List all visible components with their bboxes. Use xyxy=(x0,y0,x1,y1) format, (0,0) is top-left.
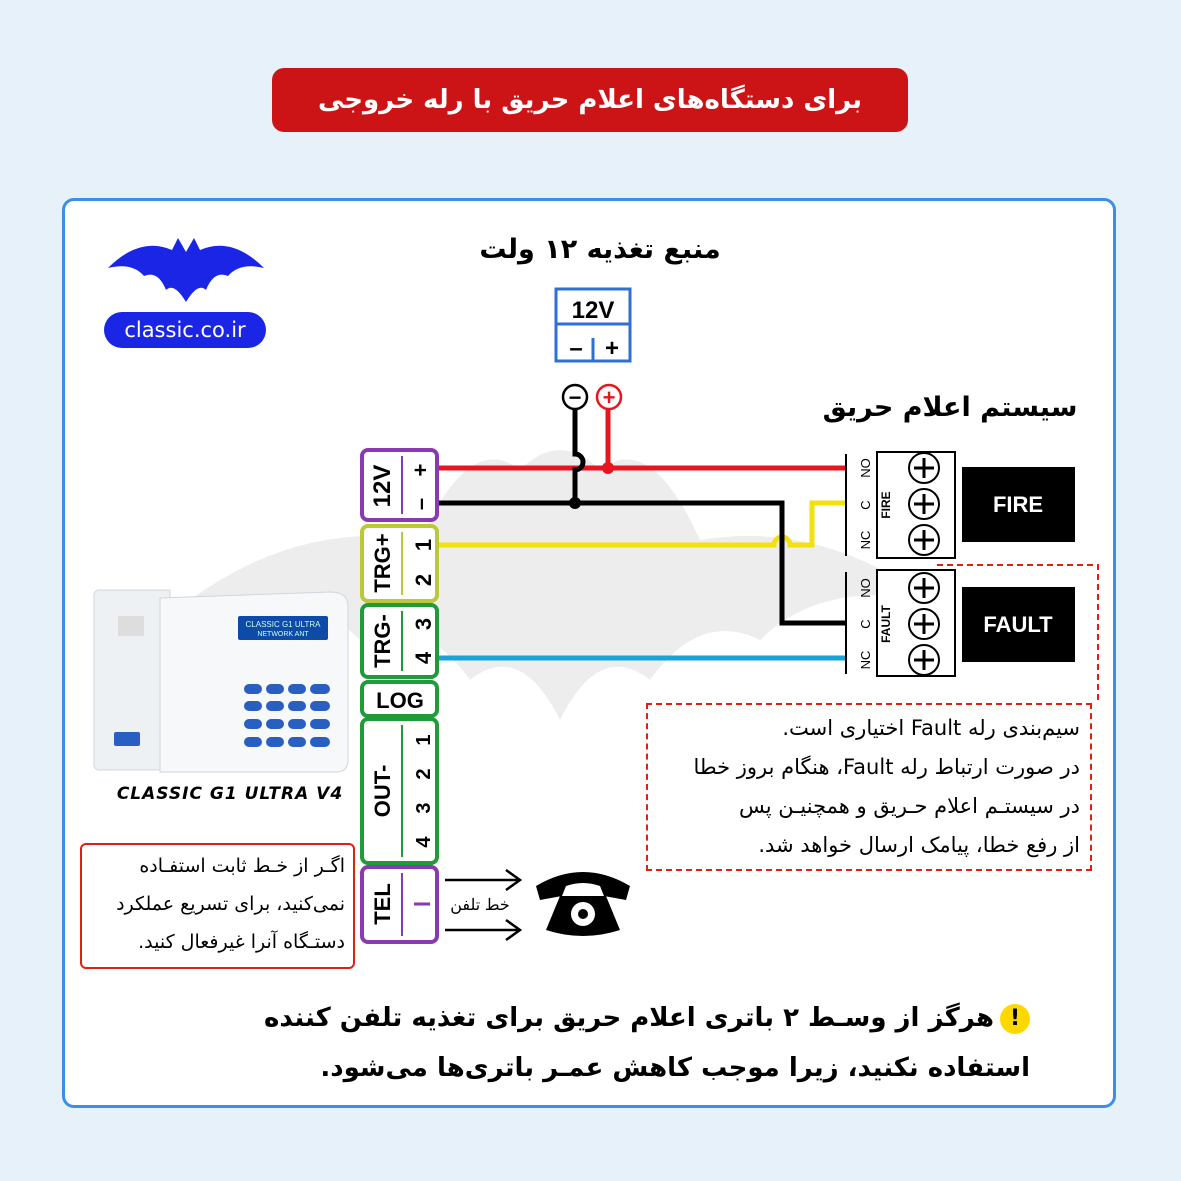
svg-text:–: – xyxy=(408,498,433,510)
svg-text:CLASSIC G1 ULTRA: CLASSIC G1 ULTRA xyxy=(246,620,322,629)
fault-note-line: سیم‌بندی رله Fault اختیاری است. xyxy=(782,716,1080,740)
alarm-device: CLASSIC G1 ULTRA NETWORK ANT xyxy=(93,589,349,773)
device-name: CLASSIC G1 ULTRA V4 xyxy=(116,784,344,804)
bat-logo-icon xyxy=(108,238,264,302)
svg-text:TRG+: TRG+ xyxy=(370,533,395,592)
power-supply: 12V – + − + xyxy=(554,287,632,411)
terminal-trg-minus: TRG- 3 4 xyxy=(360,603,439,679)
phone-line-label: خط تلفن xyxy=(450,897,510,914)
phone-line: خط تلفن xyxy=(445,868,523,942)
svg-text:1: 1 xyxy=(411,539,436,551)
minus-symbol-icon xyxy=(561,383,589,411)
svg-text:3: 3 xyxy=(411,618,436,630)
svg-text:NC: NC xyxy=(858,531,873,550)
svg-text:TEL: TEL xyxy=(370,883,395,925)
svg-text:NC: NC xyxy=(858,651,873,670)
fault-note-line: در سیستـم اعلام حـریق و همچنیـن پس xyxy=(739,794,1080,818)
wire-red-positive xyxy=(437,400,846,471)
warning-line: استفاده نکنید، زیرا موجب کاهش عمـر باتری… xyxy=(320,1053,1030,1083)
fault-note-line: در صورت ارتباط رله Fault، هنگام بروز خطا xyxy=(693,755,1080,779)
fault-note-line: از رفع خطا، پیامک ارسال خواهد شد. xyxy=(758,833,1080,857)
terminal-power: 12V + – xyxy=(360,448,439,522)
svg-text:OUT-: OUT- xyxy=(370,765,395,818)
fault-note: سیم‌بندی رله Fault اختیاری است. در صورت … xyxy=(646,703,1092,871)
psu-title: منبع تغذیه ۱۲ ولت xyxy=(479,234,721,265)
fault-relay: NO C NC FAULT FAULT xyxy=(845,569,1075,677)
svg-text:NO: NO xyxy=(858,458,873,478)
svg-text:2: 2 xyxy=(413,768,435,779)
svg-text:C: C xyxy=(858,500,873,509)
tel-note-line: اگـر از خـط ثابت استفـاده xyxy=(139,855,345,877)
fire-label: FIRE xyxy=(993,492,1043,517)
tel-note: اگـر از خـط ثابت استفـاده نمی‌کنید، برای… xyxy=(80,843,355,969)
fire-relay: NO C NC FIRE FIRE xyxy=(845,451,1075,559)
terminal-tel: TEL xyxy=(360,865,439,944)
svg-text:C: C xyxy=(858,619,873,628)
svg-text:1: 1 xyxy=(413,734,435,745)
svg-text:LOG: LOG xyxy=(376,688,424,713)
terminal-trg-plus: TRG+ 1 2 xyxy=(360,524,439,603)
watermark-bat-icon xyxy=(190,450,930,720)
page-title: برای دستگاه‌های اعلام حریق با رله خروجی xyxy=(272,68,908,132)
psu-minus: – xyxy=(569,335,582,362)
svg-text:−: − xyxy=(569,385,582,410)
svg-text:4: 4 xyxy=(413,836,435,848)
terminal-out: OUT- 1 2 3 4 xyxy=(360,717,439,865)
svg-text:TRG-: TRG- xyxy=(370,614,395,668)
svg-text:12V: 12V xyxy=(369,465,396,508)
svg-text:+: + xyxy=(408,464,433,477)
tel-note-line: نمی‌کنید، برای تسریع عملکرد xyxy=(116,893,345,915)
terminal-log: LOG xyxy=(360,680,439,718)
svg-text:NO: NO xyxy=(858,578,873,598)
psu-label: 12V xyxy=(572,297,615,324)
telephone-icon xyxy=(536,872,630,936)
plus-symbol-icon xyxy=(595,383,623,411)
svg-text:FAULT: FAULT xyxy=(879,604,893,642)
fire-system-title: سیستم اعلام حریق xyxy=(822,392,1078,423)
svg-text:+: + xyxy=(603,385,616,410)
warning-icon: ! xyxy=(1000,1003,1030,1034)
tel-note-line: دستـگاه آنرا غیرفعال کنید. xyxy=(138,931,345,953)
svg-text:FIRE: FIRE xyxy=(879,491,893,518)
brand-website: classic.co.ir xyxy=(104,312,266,348)
fault-label: FAULT xyxy=(983,612,1053,637)
svg-text:NETWORK ANT: NETWORK ANT xyxy=(257,631,309,638)
svg-text:4: 4 xyxy=(411,651,436,664)
svg-text:3: 3 xyxy=(413,802,435,813)
warning-text: !هرگز از وسـط ۲ باتری اعلام حریق برای تغ… xyxy=(150,993,1030,1093)
psu-plus: + xyxy=(605,335,619,362)
svg-text:2: 2 xyxy=(411,574,436,586)
warning-line: هرگز از وسـط ۲ باتری اعلام حریق برای تغذ… xyxy=(264,1003,994,1033)
